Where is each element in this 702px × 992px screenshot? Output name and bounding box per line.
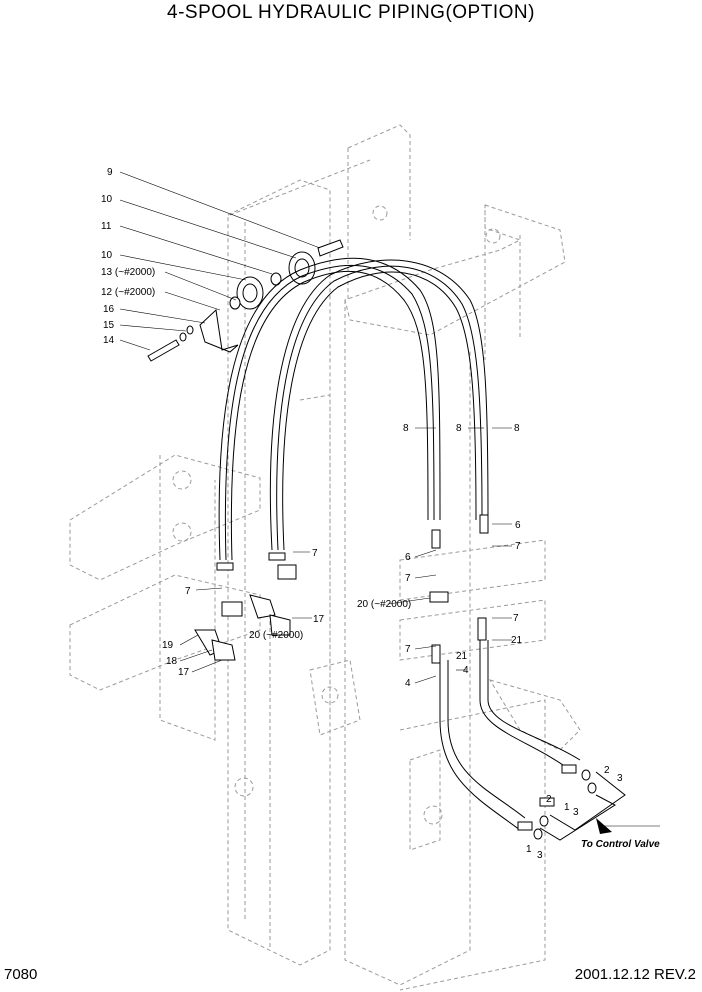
callout-7f: 7 [405, 644, 411, 655]
callout-21b: 21 [456, 651, 468, 662]
callout-2b: 2 [546, 794, 552, 805]
callout-4a: 4 [405, 678, 411, 689]
callout-20b: 20 (~#2000) [249, 630, 303, 641]
fittings [194, 514, 597, 840]
callout-20a: 20 (~#2000) [357, 599, 411, 610]
callout-4b: 4 [463, 665, 469, 676]
callout-10b: 10 [101, 250, 113, 261]
diagram-title: 4-SPOOL HYDRAULIC PIPING(OPTION) [167, 2, 535, 23]
to-control-valve-label: To Control Valve [581, 839, 660, 850]
revision-date: 2001.12.12 REV.2 [574, 966, 696, 983]
callout-1b: 1 [526, 844, 532, 855]
page-number: 7080 [4, 966, 38, 983]
mast-frame [69, 124, 581, 991]
callout-16: 16 [103, 304, 115, 315]
callout-3b: 3 [573, 807, 579, 818]
callout-1a: 1 [564, 802, 570, 813]
callout-18: 18 [166, 656, 178, 667]
hoses [218, 257, 626, 841]
callout-9: 9 [107, 167, 113, 178]
callout-17a: 17 [313, 614, 325, 625]
callout-10a: 10 [101, 194, 113, 205]
callout-7c: 7 [405, 573, 411, 584]
control-valve-arrow [596, 818, 660, 834]
callout-19: 19 [162, 640, 174, 651]
callout-8b: 8 [456, 423, 462, 434]
callout-6b: 6 [405, 552, 411, 563]
callout-8c: 8 [514, 423, 520, 434]
callout-7d: 7 [185, 586, 191, 597]
callout-13: 13 (~#2000) [101, 267, 155, 278]
callout-15: 15 [103, 320, 115, 331]
callout-2a: 2 [604, 765, 610, 776]
callout-17b: 17 [178, 667, 190, 678]
callout-6a: 6 [515, 520, 521, 531]
sheave-assembly [147, 239, 344, 362]
callout-21a: 21 [511, 635, 523, 646]
leader-lines [119, 171, 512, 684]
callout-3a: 3 [617, 773, 623, 784]
callout-7a: 7 [515, 541, 521, 552]
callout-12: 12 (~#2000) [101, 287, 155, 298]
callout-7e: 7 [513, 613, 519, 624]
callout-3c: 3 [537, 850, 543, 861]
callout-11: 11 [101, 221, 112, 232]
callout-14: 14 [103, 335, 115, 346]
callout-8a: 8 [403, 423, 409, 434]
callout-7b: 7 [312, 548, 318, 559]
